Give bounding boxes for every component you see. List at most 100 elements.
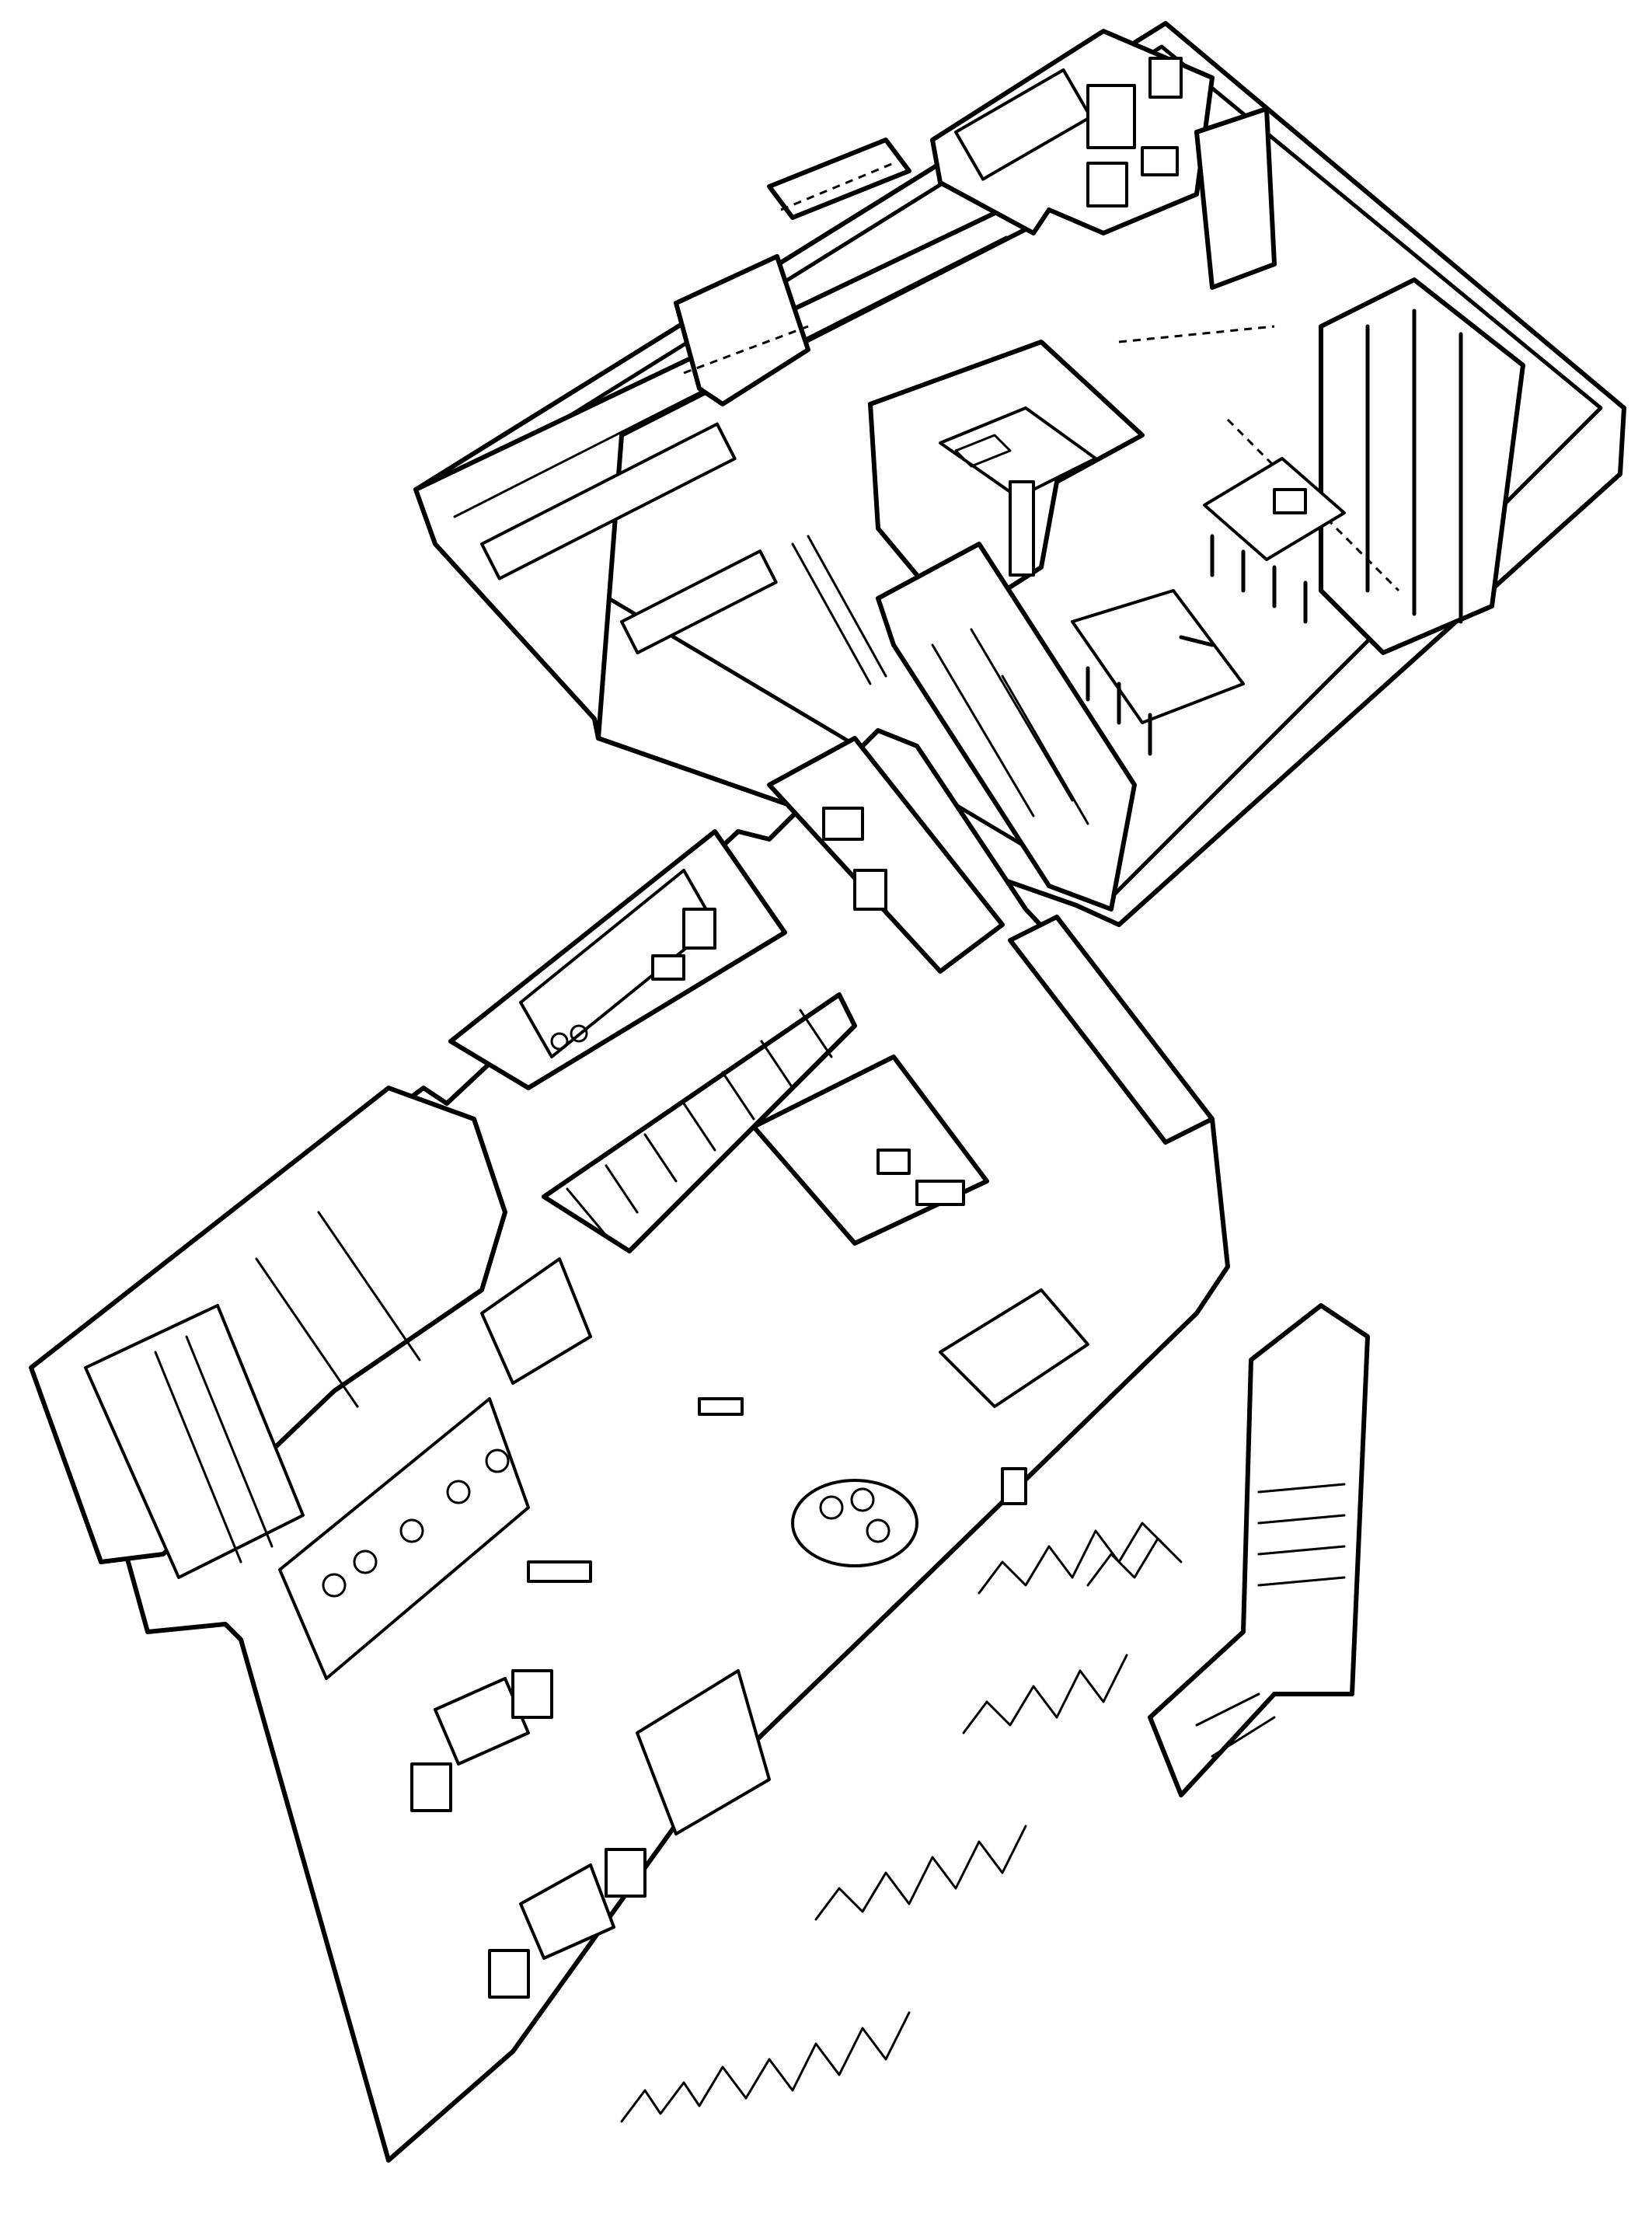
lower-floor-slab — [68, 728, 1230, 2163]
stair-step-1 — [566, 1187, 608, 1237]
ostair-step-4 — [1257, 1576, 1346, 1587]
storage-dash-line — [1226, 418, 1400, 592]
bedside-table — [1009, 480, 1035, 577]
lower-right-wall — [1008, 915, 1215, 1145]
floor-block-1 — [698, 1397, 744, 1416]
ostair-step-5 — [1195, 1692, 1260, 1727]
kitchen-sink — [1273, 488, 1307, 514]
stair-step-7 — [799, 1009, 833, 1058]
ostair-step-1 — [1257, 1483, 1346, 1494]
bookshelf-line-2 — [185, 1335, 274, 1548]
bed — [939, 406, 1097, 499]
hob-ring-1 — [550, 1032, 569, 1051]
round-table-item-3 — [866, 1518, 890, 1543]
bathtub — [953, 68, 1093, 181]
shelf-line-3 — [1001, 675, 1089, 825]
lower-staircase — [542, 992, 857, 1253]
chair-2a — [488, 1949, 530, 1999]
outdoor — [620, 1303, 1370, 2123]
chair-1b — [511, 1669, 553, 1719]
stair-step-5 — [721, 1071, 755, 1121]
washbasin — [1141, 146, 1179, 176]
bookshelf-line-1 — [154, 1351, 242, 1563]
shrub-row-3 — [962, 1654, 1128, 1734]
side-table-counter — [939, 1288, 1089, 1408]
shelf-line-2 — [970, 628, 1074, 802]
round-table — [791, 1479, 918, 1567]
floor-block-2 — [527, 1560, 592, 1583]
chair-1a — [410, 1762, 452, 1812]
counter-sink — [877, 1149, 911, 1175]
upper-bathroom — [930, 29, 1215, 235]
bed-pillow — [954, 434, 1012, 468]
display-object-4 — [446, 1480, 471, 1504]
washing-machine — [1086, 162, 1128, 207]
shrub-row-1 — [620, 2011, 911, 2123]
display-object-5 — [485, 1448, 510, 1473]
upper-level — [413, 21, 1626, 927]
wc-basin — [822, 807, 864, 841]
upper-bench-2 — [620, 549, 778, 655]
striped-panel — [480, 1257, 592, 1385]
ostair-step-3 — [1257, 1545, 1346, 1556]
upper-kitchen — [1203, 457, 1346, 624]
lower-service-counter — [751, 1055, 989, 1246]
planting — [620, 1522, 1183, 2123]
stair-step-4 — [682, 1102, 716, 1152]
shrub-row-5 — [1086, 1537, 1183, 1587]
kitchen-appliance — [682, 908, 716, 950]
shower-tray — [1086, 84, 1136, 149]
lower-display-shelf — [278, 1397, 530, 1680]
display-object-2 — [353, 1550, 378, 1574]
floor-column — [1001, 1467, 1027, 1505]
upper-column — [1194, 106, 1277, 290]
table-1 — [434, 1677, 530, 1766]
shrub-row-2 — [814, 1825, 1027, 1921]
upper-dining-room — [1071, 589, 1245, 756]
stair-step-3 — [643, 1133, 678, 1183]
hall-partition-b — [674, 254, 810, 406]
outdoor-stair-body — [1148, 1303, 1370, 1797]
lower-living-block — [29, 1086, 592, 1579]
living-tile-1 — [255, 1257, 359, 1408]
slatted-screen — [791, 542, 872, 685]
lower-level — [29, 728, 1230, 2163]
bathroom-walls — [930, 29, 1215, 235]
dining-chair-4 — [1179, 635, 1215, 647]
round-table-item-1 — [819, 1495, 844, 1520]
upper-storage-units — [1194, 106, 1525, 655]
upper-long-bench — [479, 422, 737, 580]
kitchen-sink-lower — [651, 954, 685, 981]
slatted-screen-2 — [807, 535, 887, 678]
toilet — [1148, 57, 1183, 99]
lower-dining-area — [410, 1669, 771, 1999]
stair-step-6 — [760, 1040, 794, 1089]
storage-block — [1319, 277, 1525, 655]
ostair-step-2 — [1257, 1514, 1346, 1525]
shelf-line-1 — [931, 643, 1035, 817]
display-object-1 — [322, 1573, 347, 1598]
display-object-3 — [399, 1518, 424, 1543]
counter-drawers — [915, 1180, 965, 1206]
bench-block — [636, 1669, 771, 1835]
sofa-bookshelf — [84, 1304, 305, 1579]
table-2 — [519, 1863, 615, 1960]
bookshelf-body — [876, 542, 1137, 912]
stair-step-2 — [605, 1164, 639, 1214]
living-tile-2 — [317, 1211, 421, 1361]
shrub-row-4 — [978, 1522, 1167, 1595]
upper-bookshelf — [791, 535, 1137, 912]
ostair-step-6 — [1211, 1716, 1276, 1758]
wc-toilet — [853, 869, 887, 911]
bedroom-dash-line — [1118, 325, 1275, 343]
round-table-item-2 — [850, 1487, 875, 1512]
lower-wc — [767, 736, 1005, 974]
lower-round-table — [791, 1479, 918, 1567]
outdoor-stair — [1148, 1303, 1370, 1797]
lower-kitchen — [448, 829, 787, 1090]
hob-ring-2 — [570, 1024, 588, 1043]
upper-bedroom — [868, 325, 1275, 624]
chair-2b — [605, 1848, 647, 1898]
